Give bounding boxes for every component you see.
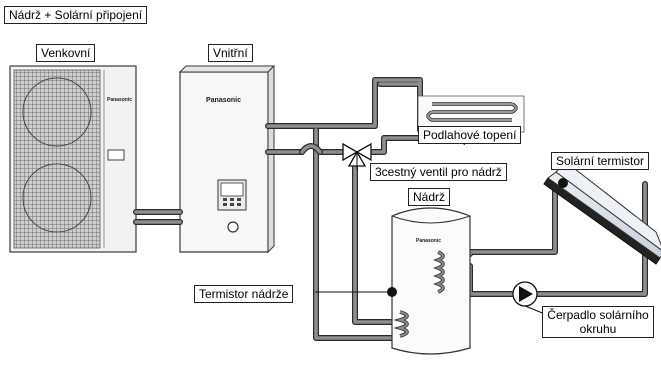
- solar-thermistor-label: Solární termistor: [551, 152, 650, 170]
- solar-pump-label-line1: Čerpadlo solárního: [547, 308, 649, 322]
- indoor-brand-logo: Panasonic: [206, 97, 242, 104]
- solar-pump-label-line2: okruhu: [579, 322, 617, 336]
- tank-label: Nádrž: [408, 188, 451, 206]
- control-screen: [220, 182, 244, 197]
- diagram-title: Nádrž + Solární připojení: [4, 6, 148, 24]
- tank: [387, 207, 471, 355]
- floor-heating-label: Podlahové topení: [418, 126, 522, 144]
- indoor-unit: [178, 64, 276, 254]
- outdoor-unit-label: Venkovní: [36, 44, 96, 62]
- tank-brand-logo: Panasonic: [416, 238, 442, 244]
- power-knob-icon: [227, 221, 239, 233]
- solar-pump-icon: [512, 281, 538, 307]
- three-way-valve-label: 3cestný ventil pro nádrž: [370, 163, 507, 181]
- outdoor-brand-logo: Panasonic: [107, 97, 133, 103]
- outdoor-unit: [9, 65, 137, 253]
- indoor-unit-label: Vnitřní: [208, 44, 253, 62]
- floor-heating-panel: [417, 95, 525, 133]
- tank-thermistor-label: Termistor nádrže: [194, 285, 294, 303]
- solar-pump-label: Čerpadlo solárního okruhu: [542, 306, 654, 338]
- solar-thermistor-sensor-icon: [558, 178, 568, 188]
- solar-collector: [543, 161, 661, 265]
